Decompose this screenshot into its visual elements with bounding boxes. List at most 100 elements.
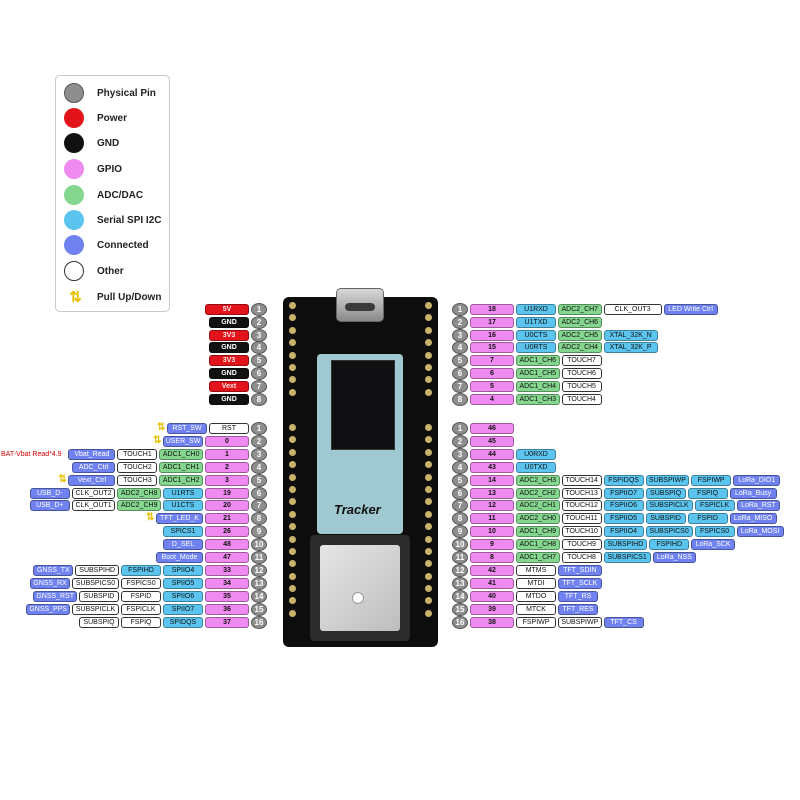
pin-label-serial: FSPIWP	[691, 474, 732, 486]
pin-label-serial: FSPID	[687, 513, 728, 525]
physical-pin-number: 9	[251, 525, 267, 539]
pin-label-connected: LoRa_RST	[736, 500, 781, 512]
pin-label-other: TOUCH11	[561, 513, 602, 525]
pin-label-gpio: 47	[205, 552, 249, 563]
pin-label-serial: SUBSPIQ	[645, 487, 686, 499]
pin-label-adc: ADC2_CH0	[516, 513, 560, 525]
pin-label-gpio: 44	[470, 448, 514, 460]
pin-label-other: TOUCH4	[561, 393, 602, 405]
pin-label-gpio: 20	[205, 500, 249, 512]
board-brand: Tracker	[334, 502, 381, 517]
pin-label-serial: SUBSPIWP	[645, 474, 690, 486]
pin-label-other: TOUCH14	[561, 474, 602, 486]
physical-pin-number: 5	[251, 473, 267, 487]
physical-pin-number: 15	[251, 602, 267, 616]
physical-pin-number: 11	[452, 551, 468, 564]
pin-label-connected: LoRa_NSS	[652, 552, 697, 563]
physical-pin-number: 6	[251, 367, 267, 380]
physical-pin-number: 8	[251, 512, 267, 526]
pin-label-gpio: 8	[470, 552, 514, 563]
pin-label-connected: LoRa_MISO	[729, 513, 777, 525]
pin-label-connected: LoRa_SCK	[691, 539, 735, 551]
pin-label-connected: LoRa_Busy	[729, 487, 777, 499]
pin-label-adc: ADC1_CH1	[159, 461, 203, 473]
physical-pin-number: 6	[452, 367, 468, 380]
pin-label-other: TOUCH7	[561, 355, 602, 367]
pin-label-serial: FSPICS0	[694, 526, 735, 538]
pin-label-adc: ADC1_CH2	[159, 474, 203, 486]
pin-label-gpio: 9	[470, 539, 514, 551]
right-header-holes	[425, 302, 433, 401]
pin-label-connected: USB_D+	[29, 500, 70, 512]
adc-swatch	[64, 185, 84, 205]
physical-pin-number: 6	[251, 486, 267, 500]
pin-label-serial: U1TXD	[516, 316, 556, 328]
legend-box: Physical Pin Power GND GPIO ADC/DAC Seri…	[55, 75, 170, 312]
pin-label-serial: U1CTS	[163, 500, 203, 512]
pin-label-other: TOUCH13	[561, 487, 602, 499]
pin-label-connected: Boot_Mode	[156, 552, 203, 563]
gpio-swatch	[64, 159, 84, 179]
pin-label-connected: USER_SW	[163, 435, 203, 447]
pin-label-gpio: 35	[205, 590, 249, 602]
pull-arrows-icon: ⇅	[157, 422, 166, 433]
pin-label-serial: FSPIHD	[121, 564, 161, 576]
pin-label-other: TOUCH9	[561, 539, 602, 551]
physical-pin-number: 2	[251, 434, 267, 448]
physical-pin-number: 10	[452, 538, 468, 552]
pin-label-adc: ADC1_CH4	[516, 380, 560, 392]
physical-pin-number: 2	[452, 434, 468, 448]
pin-label-connected: GNSS_TX	[33, 564, 74, 576]
gnd-swatch	[64, 133, 84, 153]
pin-label-other: MTDI	[516, 577, 556, 589]
pin-label-other: FSPIQ	[121, 616, 161, 628]
pin-label-gpio: 2	[205, 461, 249, 473]
pin-label-connected: TFT_LED_K	[156, 513, 203, 525]
physical-pin-number: 4	[452, 460, 468, 474]
legend-label: GPIO	[97, 163, 123, 175]
physical-pin-number: 13	[251, 576, 267, 590]
pin-label-gpio: 39	[470, 603, 514, 615]
physical-pin-number: 3	[251, 328, 267, 342]
pin-label-connected: TFT_RS	[558, 590, 598, 602]
pin-label-serial: FSPIHD	[649, 539, 690, 551]
pin-label-other: FSPIWP	[516, 616, 556, 628]
physical-pin-number: 4	[251, 341, 267, 355]
pin-label-connected: Vbat_Read	[68, 448, 116, 460]
pin-label-adc: ADC1_CH9	[516, 526, 560, 538]
pin-label-other: SUBSPIQ	[79, 616, 119, 628]
pin-label-gpio: 41	[470, 577, 514, 589]
physical-pin-number: 7	[251, 499, 267, 513]
physical-pin-number: 2	[452, 315, 468, 329]
gnss-feed-point	[352, 592, 364, 604]
pin-label-other: TOUCH10	[561, 526, 602, 538]
legend-label: Power	[97, 112, 128, 124]
physical-pin-number: 9	[452, 525, 468, 539]
pin-label-gpio: 40	[470, 590, 514, 602]
physical-pin-number: 8	[251, 392, 267, 406]
pin-label-connected: TFT_SDIN	[558, 564, 602, 576]
physical-pin-number: 8	[452, 512, 468, 526]
pin-label-connected: TFT_SCLK	[558, 577, 602, 589]
pin-label-gnd: GND	[209, 316, 249, 328]
pin-label-serial: FSPIIO5	[603, 513, 644, 525]
pin-label-gpio: 1	[205, 448, 249, 460]
pin-label-serial: SUBSPICS0	[645, 526, 693, 538]
pin-label-serial: SUBSPICS1	[603, 552, 651, 563]
pin-label-gpio: 12	[470, 500, 514, 512]
pin-label-adc: ADC2_CH1	[516, 500, 560, 512]
pin-label-adc: ADC1_CH6	[516, 355, 560, 367]
pin-label-gnd: GND	[209, 393, 249, 405]
pin-label-gpio: 5	[470, 380, 514, 392]
pin-label-connected: GNSS_PPS	[26, 603, 70, 615]
legend-item-power: Power	[64, 106, 127, 130]
right-main-holes	[425, 424, 433, 622]
physical-pin-number: 5	[452, 473, 468, 487]
pin-label-gpio: 13	[470, 487, 514, 499]
physical-pin-number: 13	[452, 576, 468, 590]
physical-pin-number: 1	[452, 422, 468, 435]
left-main-holes	[289, 424, 297, 622]
tft-display	[331, 360, 395, 450]
pin-label-serial: U0RXD	[516, 448, 556, 460]
legend-item-physical: Physical Pin	[64, 81, 156, 105]
